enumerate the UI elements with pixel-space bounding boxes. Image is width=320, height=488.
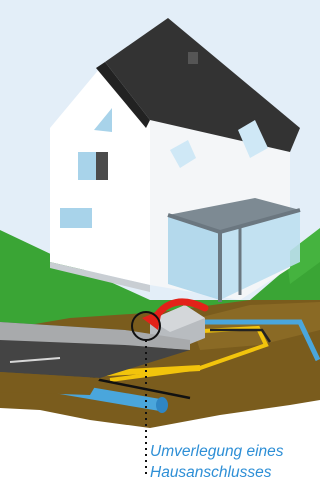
caption: Umverlegung eines Hausanschlusses (150, 441, 320, 483)
blue-pipe-end (156, 397, 168, 413)
lower-window (60, 208, 92, 228)
caption-line-1: Umverlegung eines (150, 441, 320, 462)
chimney (188, 52, 198, 64)
upper-window-shutter (96, 152, 108, 180)
caption-line-2: Hausanschlusses (150, 462, 320, 483)
